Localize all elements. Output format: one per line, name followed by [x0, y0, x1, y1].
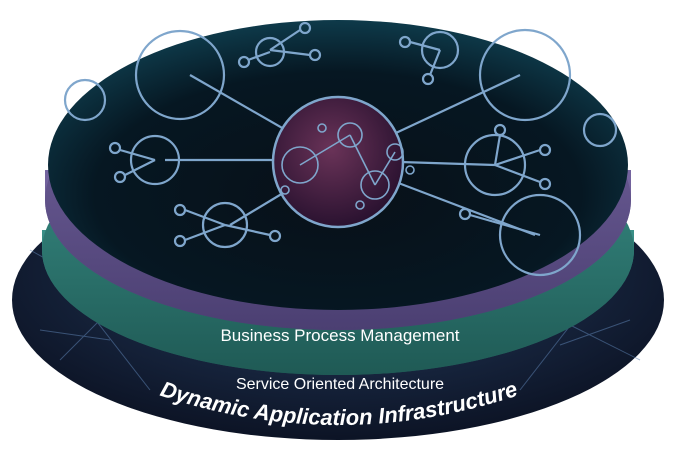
central-hub-icon: [271, 95, 415, 229]
network-graph-icon: [63, 21, 618, 277]
soa-layer-label: Service Oriented Architecture: [236, 376, 444, 393]
bpm-layer-label: Business Process Management: [220, 326, 459, 345]
